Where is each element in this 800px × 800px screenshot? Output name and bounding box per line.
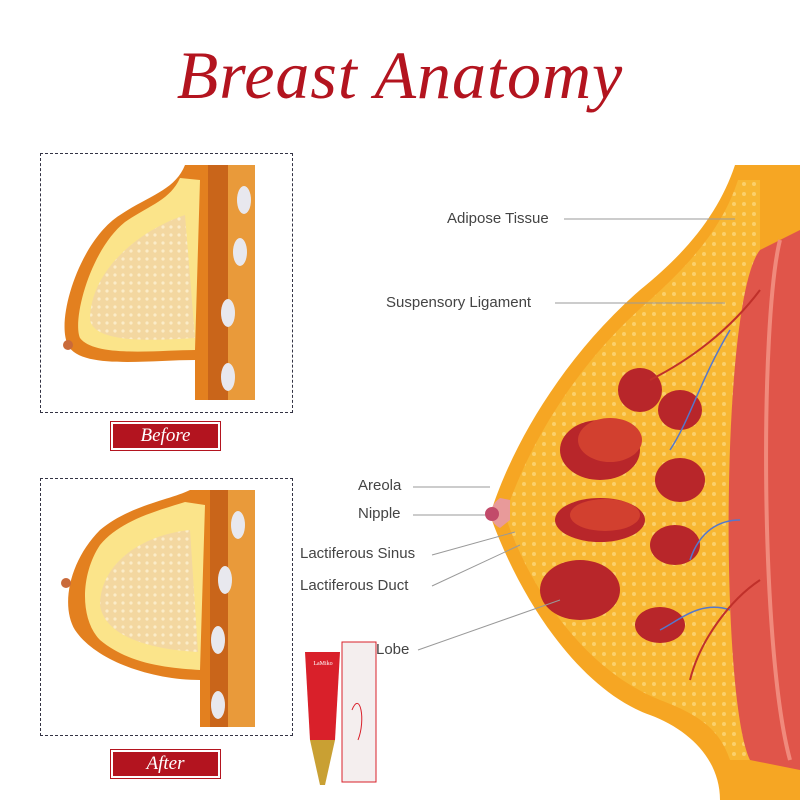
after-panel [40, 478, 293, 736]
product-image [305, 641, 377, 785]
label-lobe: Lobe [376, 641, 410, 658]
page-title: Breast Anatomy [176, 37, 624, 113]
leader-lines [413, 218, 735, 651]
label-suspensory-ligament: Suspensory Ligament [386, 294, 532, 311]
before-label: Before [113, 424, 218, 448]
label-adipose-tissue: Adipose Tissue [447, 210, 549, 227]
after-breast-illustration [61, 490, 255, 727]
label-nipple: Nipple [358, 505, 401, 522]
label-lactiferous-sinus: Lactiferous Sinus [300, 545, 416, 562]
label-lactiferous-duct: Lactiferous Duct [300, 577, 409, 594]
before-panel [40, 153, 293, 413]
after-label: After [113, 752, 218, 776]
product-brand-label: LaMiko [313, 661, 333, 667]
anatomy-diagram [485, 165, 800, 800]
label-areola: Areola [358, 477, 402, 494]
before-breast-illustration [63, 165, 255, 400]
lobes [540, 368, 705, 643]
